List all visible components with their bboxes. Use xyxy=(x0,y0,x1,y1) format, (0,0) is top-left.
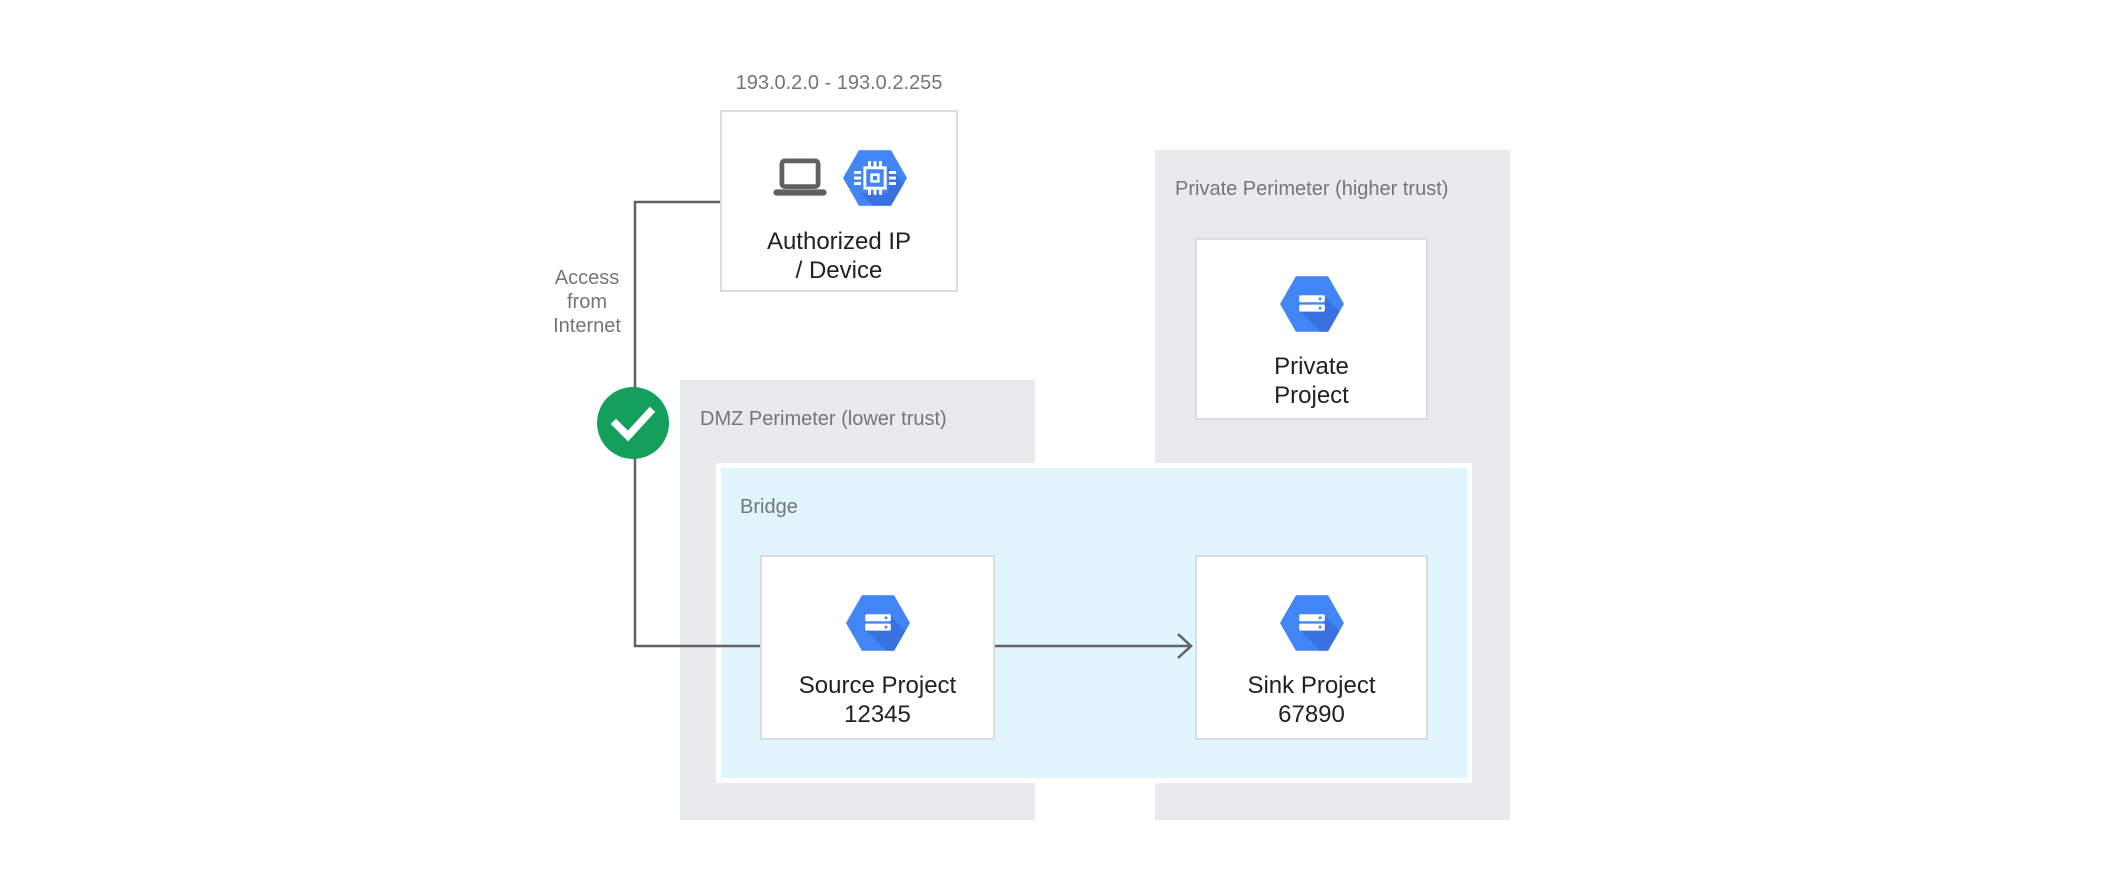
source-project-id: 12345 xyxy=(844,701,911,728)
compute-engine-icon xyxy=(843,150,907,206)
source-project-name: Source Project xyxy=(798,672,957,699)
private-project-label-line2: Project xyxy=(1274,382,1349,409)
private-perimeter-label: Private Perimeter (higher trust) xyxy=(1175,178,1449,200)
authorized-device-box: Authorized IP / Device xyxy=(720,110,958,292)
project-icon xyxy=(1280,595,1344,651)
authorized-device-icons xyxy=(771,150,907,206)
check-icon xyxy=(597,387,669,459)
access-label-line2: from xyxy=(567,291,607,313)
authorized-device-label-line2: / Device xyxy=(795,257,883,284)
authorized-device-label: Authorized IP / Device xyxy=(767,227,911,285)
dmz-perimeter-label: DMZ Perimeter (lower trust) xyxy=(700,408,947,430)
source-project-box: Source Project 12345 xyxy=(760,555,995,740)
source-project-label: Source Project 12345 xyxy=(799,671,956,729)
private-project-label-line1: Private xyxy=(1274,353,1349,380)
ip-range-label: 193.0.2.0 - 193.0.2.255 xyxy=(735,72,943,94)
project-icon xyxy=(1280,276,1344,332)
private-project-label: Private Project xyxy=(1274,352,1349,410)
private-project-box: Private Project xyxy=(1195,238,1428,420)
sink-project-label: Sink Project 67890 xyxy=(1247,671,1375,729)
access-label-line1: Access xyxy=(554,267,620,289)
sink-project-name: Sink Project xyxy=(1247,672,1376,699)
bridge-label: Bridge xyxy=(740,496,798,518)
authorized-device-label-line1: Authorized IP xyxy=(766,228,912,255)
sink-project-box: Sink Project 67890 xyxy=(1195,555,1428,740)
checkmark-glyph xyxy=(610,406,656,442)
project-icon xyxy=(846,595,910,651)
access-label-line3: Internet xyxy=(553,315,621,337)
sink-project-id: 67890 xyxy=(1278,701,1345,728)
laptop-icon xyxy=(773,158,827,196)
access-from-internet-label: Access from Internet xyxy=(537,266,637,338)
